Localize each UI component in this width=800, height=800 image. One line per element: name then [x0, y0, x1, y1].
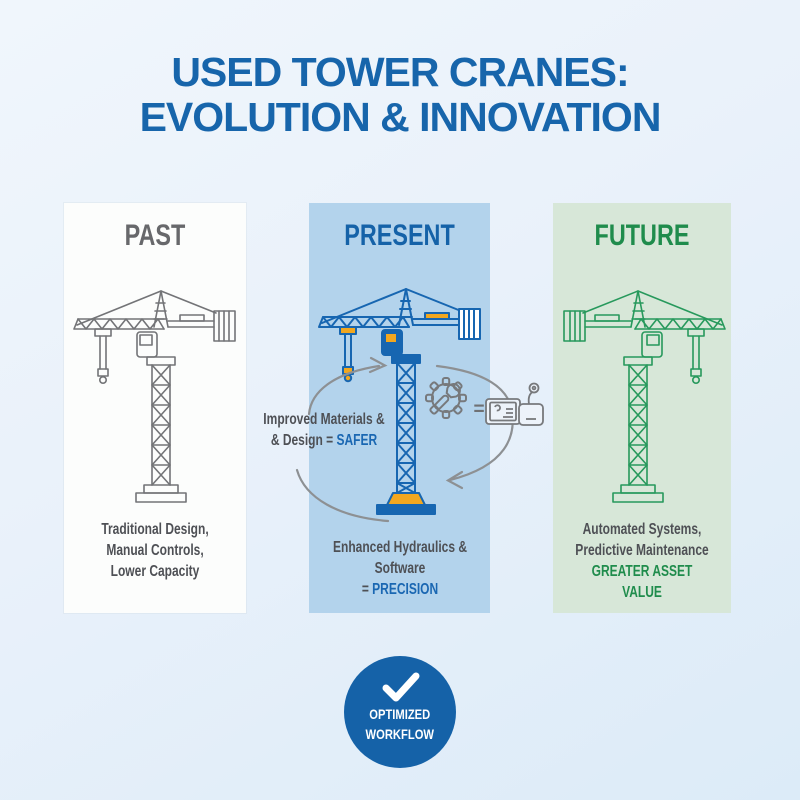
- panel-past-label: PAST: [124, 219, 186, 252]
- past-line-2: Manual Controls,: [106, 542, 204, 559]
- side-note-line1: Improved Materials &: [263, 411, 385, 428]
- equals-sign: =: [473, 399, 485, 420]
- future-line-1: Automated Systems,: [582, 521, 702, 538]
- panel-past: [64, 203, 246, 613]
- panel-past-heading: PAST: [64, 221, 246, 251]
- side-note-line2-prefix: & Design =: [270, 432, 337, 449]
- tablet-display-icon: [485, 398, 521, 425]
- present-crane-icon: [318, 288, 481, 515]
- badge-line2: WORKFLOW: [365, 726, 435, 742]
- future-highlight: GREATER ASSET VALUE: [591, 563, 693, 601]
- checkmark-icon: [382, 672, 420, 702]
- page-title: USED TOWER CRANES: EVOLUTION & INNOVATIO…: [0, 50, 800, 140]
- panel-present-heading: PRESENT: [309, 221, 490, 251]
- panel-future: [553, 203, 731, 613]
- past-line-3: Lower Capacity: [110, 563, 200, 580]
- panel-future-heading: FUTURE: [553, 221, 731, 251]
- side-note-highlight: SAFER: [336, 432, 378, 449]
- badge-text: OPTIMIZED WORKFLOW: [357, 704, 443, 744]
- panel-future-description: Automated Systems, Predictive Maintenanc…: [553, 519, 731, 603]
- panel-future-label: FUTURE: [594, 219, 690, 252]
- panel-present-label: PRESENT: [344, 219, 455, 252]
- panel-past-description: Traditional Design, Manual Controls, Low…: [64, 519, 246, 582]
- page-title-line2: EVOLUTION & INNOVATION: [139, 94, 662, 140]
- future-crane-icon: [563, 290, 726, 503]
- present-side-note: Improved Materials & & Design = SAFER: [234, 409, 414, 451]
- past-crane-icon: [73, 290, 236, 503]
- badge-line1: OPTIMIZED: [369, 706, 431, 722]
- bottom-note-line2-prefix: =: [361, 581, 373, 598]
- page-title-line1: USED TOWER CRANES:: [171, 49, 629, 95]
- bottom-note-highlight: PRECISION: [372, 581, 439, 598]
- future-line-2: Predictive Maintenance: [575, 542, 709, 559]
- optimized-workflow-badge: OPTIMIZED WORKFLOW: [344, 656, 456, 768]
- bottom-note-line1: Enhanced Hydraulics & Software: [332, 539, 468, 577]
- present-bottom-note: Enhanced Hydraulics & Software = PRECISI…: [300, 537, 500, 600]
- past-line-1: Traditional Design,: [101, 521, 209, 538]
- joystick-control-icon: [518, 382, 544, 426]
